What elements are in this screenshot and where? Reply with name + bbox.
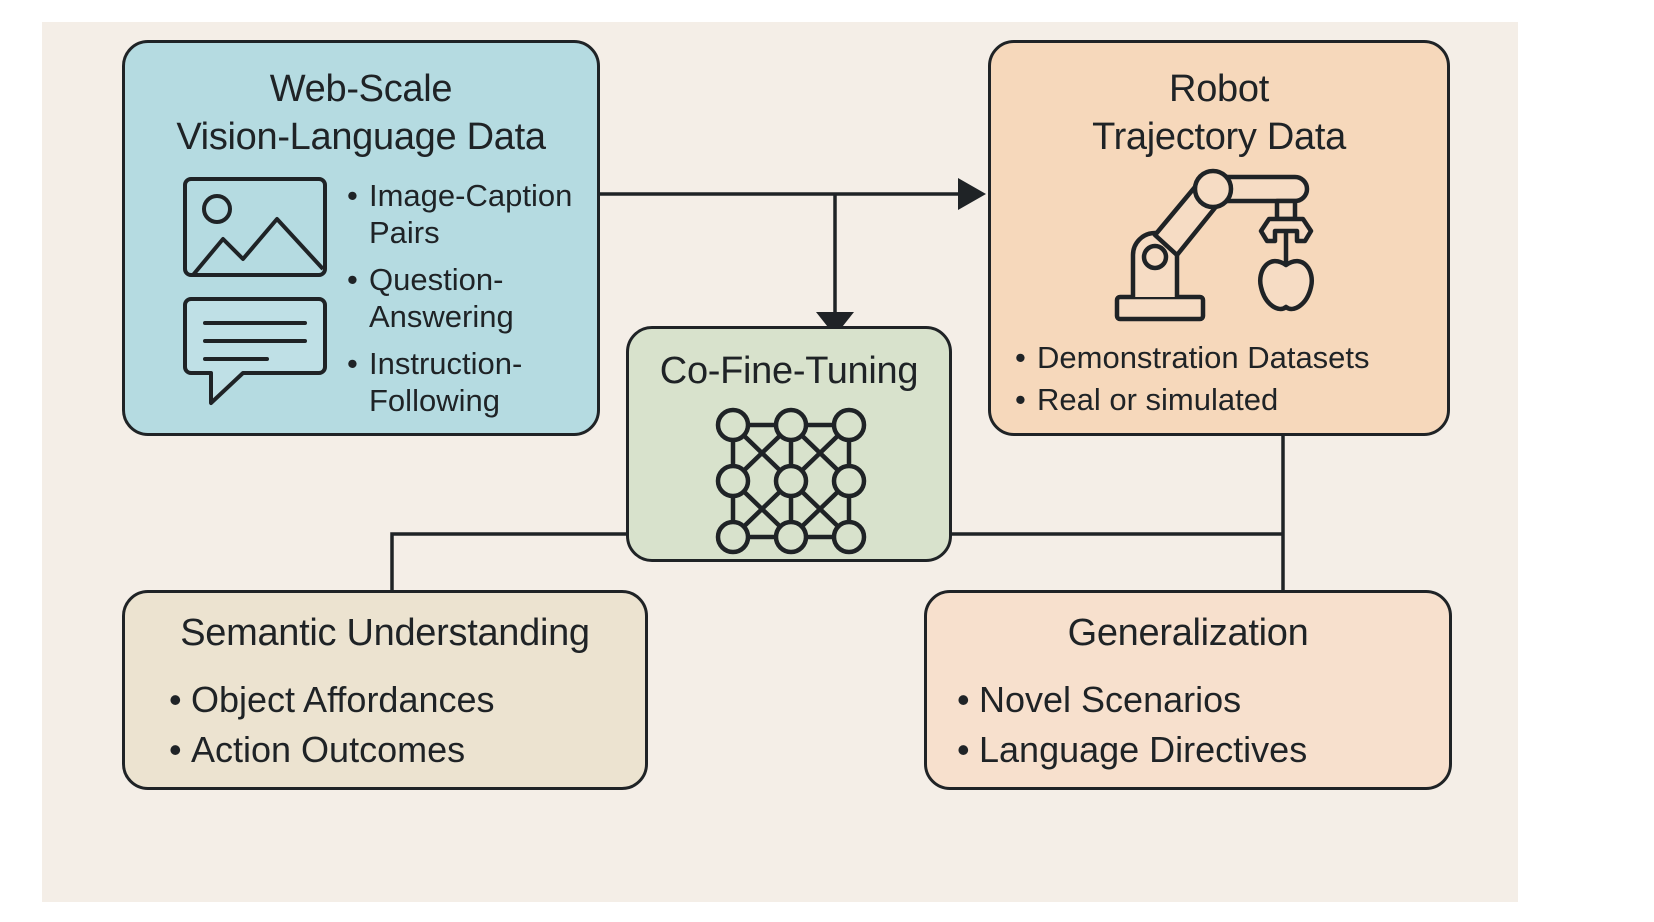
title-line-2: Vision-Language Data [176, 116, 546, 158]
list-item: Language Directives [957, 725, 1307, 775]
list-item: Question-Answering [347, 261, 572, 335]
title-line-1: Robot [1169, 68, 1269, 110]
image-and-chat-icons [183, 177, 327, 405]
node-robot-trajectory-data: Robot Trajectory Data Demonstration Data… [988, 40, 1450, 436]
node-title: Generalization [1067, 612, 1309, 654]
node-co-fine-tuning: Co-Fine-Tuning [626, 326, 952, 562]
apple-icon [1257, 233, 1315, 312]
semantic-list: Object Affordances Action Outcomes [169, 675, 495, 775]
robot-data-list: Demonstration Datasets Real or simulated [1015, 337, 1370, 421]
node-title: Robot Trajectory Data [991, 65, 1447, 161]
list-item: Action Outcomes [169, 725, 495, 775]
list-item: Real or simulated [1015, 379, 1370, 421]
generalization-list: Novel Scenarios Language Directives [957, 675, 1307, 775]
node-title: Web-Scale Vision-Language Data [125, 65, 597, 161]
node-generalization: Generalization Novel Scenarios Language … [924, 590, 1452, 790]
image-icon [183, 177, 327, 277]
neural-network-icon [715, 407, 867, 555]
chat-bubble-icon [183, 297, 327, 405]
list-item: Novel Scenarios [957, 675, 1307, 725]
title-line-2: Trajectory Data [1092, 116, 1346, 158]
node-title: Semantic Understanding [180, 612, 590, 654]
list-item: Demonstration Datasets [1015, 337, 1370, 379]
robot-arm-icon [1114, 168, 1315, 322]
title-line-1: Web-Scale [269, 68, 453, 110]
node-semantic-understanding: Semantic Understanding Object Affordance… [122, 590, 648, 790]
list-item: Object Affordances [169, 675, 495, 725]
node-web-scale-vision-language-data: Web-Scale Vision-Language Data Image-Cap… [122, 40, 600, 436]
list-item: Instruction-Following [347, 345, 572, 419]
node-title: Co-Fine-Tuning [659, 350, 919, 392]
